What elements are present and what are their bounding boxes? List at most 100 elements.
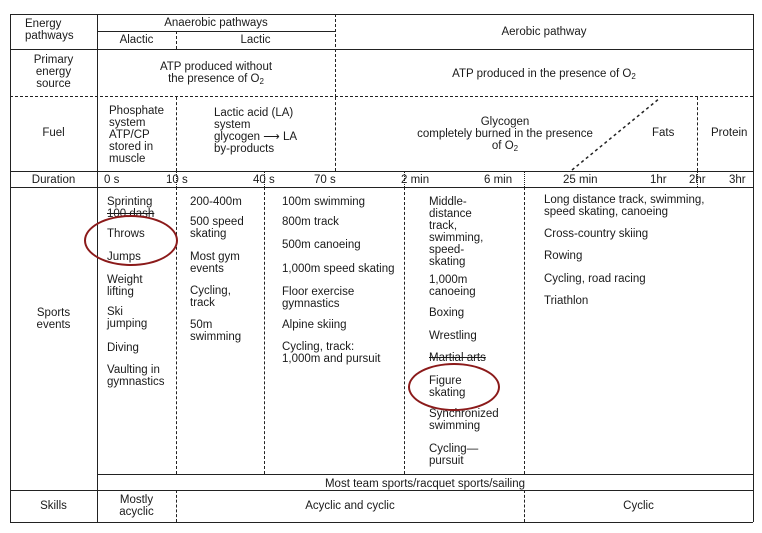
sports-item: swimming, — [429, 232, 484, 244]
duration-divider-4 — [524, 171, 525, 187]
sports-item: speed- — [429, 244, 465, 256]
sports-item: 1,000m and pursuit — [282, 353, 381, 365]
sports-item: track — [190, 297, 215, 309]
sports-item: 100m swimming — [282, 196, 366, 208]
team-sports-row: Most team sports/racquet sports/sailing — [324, 478, 526, 490]
sports-item: 500m canoeing — [282, 239, 361, 251]
alactic-header: Alactic — [119, 34, 154, 46]
anaerobic-aerobic-divider-top — [335, 14, 336, 97]
sports-item: Cycling— — [429, 443, 479, 455]
duration-tick: 10 s — [166, 174, 188, 186]
sports-item: 1,000m — [429, 274, 468, 286]
row-divider-duration — [10, 187, 753, 188]
sports-item: Martial arts — [429, 352, 486, 364]
sports-item: distance — [429, 208, 472, 220]
acyclic-and-cyclic-text: Acyclic and cyclic — [305, 500, 395, 512]
duration-tick: 2 min — [401, 174, 430, 186]
table-top-border — [10, 14, 753, 15]
duration-tick: 1hr — [650, 174, 667, 186]
row-divider-sports — [10, 490, 753, 491]
sports-item: Cycling, track: — [282, 341, 355, 353]
row-divider-team — [97, 474, 753, 475]
table-right-border — [753, 14, 754, 522]
sports-item: 500 speed — [190, 216, 244, 228]
duration-tick: 40 s — [253, 174, 275, 186]
row-divider-header — [10, 49, 753, 50]
sports-divider-1 — [176, 187, 177, 474]
fats-text: Fats — [652, 127, 675, 139]
sports-item: Wrestling — [429, 330, 477, 342]
skills-divider-2 — [524, 490, 525, 522]
sports-item: canoeing — [429, 286, 476, 298]
sports-item: Most gym — [190, 251, 240, 263]
sports-item: Middle- — [429, 196, 467, 208]
fuel-divider-2 — [335, 97, 336, 171]
sports-item: Cycling, — [190, 285, 231, 297]
energy-pathways-label: Energy pathways — [25, 18, 74, 42]
sports-divider-2 — [264, 187, 265, 474]
sports-item: pursuit — [429, 455, 464, 467]
lactic-header: Lactic — [240, 34, 271, 46]
anaerobic-pathways-header: Anaerobic pathways — [164, 17, 268, 29]
lactic-acid-system-text: Lactic acid (LA) system glycogen ⟶ LA by… — [214, 107, 298, 155]
sports-item: events — [190, 263, 224, 275]
skills-label: Skills — [40, 500, 67, 512]
sports-item: Rowing — [544, 250, 583, 262]
sports-item: 1,000m speed skating — [282, 263, 395, 275]
sports-item: Diving — [107, 342, 139, 354]
fuel-divider-3 — [697, 97, 698, 171]
arrow-right-icon: ⟶ — [263, 131, 280, 143]
sports-item: Sprinting — [107, 196, 153, 208]
sports-item: jumping — [107, 318, 148, 330]
glycogen-text: Glycogen completely burned in the presen… — [417, 116, 593, 153]
sports-item: gymnastics — [282, 298, 340, 310]
sports-item: swimming — [429, 420, 481, 432]
sports-item: lifting — [107, 286, 134, 298]
mostly-acyclic-text: Mostly acyclic — [119, 494, 154, 518]
duration-tick: 70 s — [314, 174, 336, 186]
label-column-divider — [97, 14, 98, 522]
alactic-lactic-divider — [176, 31, 177, 49]
sports-item: 800m track — [282, 216, 339, 228]
table-left-border — [10, 14, 11, 522]
sports-item: skating — [429, 256, 466, 268]
sports-item: 200-400m — [190, 196, 242, 208]
sports-item: gymnastics — [107, 376, 165, 388]
sports-item: Long distance track, swimming, — [544, 194, 705, 206]
table-bottom-border — [10, 522, 753, 523]
fuel-divider-1 — [176, 97, 177, 171]
duration-tick: 3hr — [729, 174, 746, 186]
sports-item: skating — [190, 228, 227, 240]
duration-divider-5 — [697, 171, 698, 187]
sports-item: Alpine skiing — [282, 319, 347, 331]
primary-energy-source-label: Primary energy source — [33, 54, 74, 90]
sports-item: Weight — [107, 274, 143, 286]
sports-item: Floor exercise — [282, 286, 355, 298]
duration-tick: 25 min — [563, 174, 598, 186]
duration-tick: 2hr — [689, 174, 706, 186]
duration-divider-2 — [264, 171, 265, 187]
anaerobic-subheader-line — [97, 31, 335, 32]
duration-tick: 0 s — [104, 174, 120, 186]
aerobic-pathway-header: Aerobic pathway — [501, 26, 587, 38]
cyclic-text: Cyclic — [623, 500, 654, 512]
sports-item: speed skating, canoeing — [544, 206, 669, 218]
sports-events-label: Sports events — [36, 307, 71, 331]
row-divider-fuel — [10, 171, 753, 172]
sports-item: swimming — [190, 331, 242, 343]
fuel-label: Fuel — [42, 127, 65, 139]
duration-tick: 6 min — [484, 174, 513, 186]
sports-item: 50m — [190, 319, 213, 331]
duration-divider-3 — [404, 171, 405, 187]
sports-item: Boxing — [429, 307, 465, 319]
protein-text: Protein — [711, 127, 748, 139]
duration-divider-1 — [176, 171, 177, 187]
sports-item: Ski — [107, 306, 123, 318]
sports-item: Cross-country skiing — [544, 228, 649, 240]
fats-diagonal-divider — [571, 97, 661, 171]
sports-item: track, — [429, 220, 458, 232]
sports-item: Cycling, road racing — [544, 273, 646, 285]
skills-divider-1 — [176, 490, 177, 522]
throws-jumps-highlight-circle — [84, 215, 178, 266]
sports-divider-3 — [404, 187, 405, 474]
